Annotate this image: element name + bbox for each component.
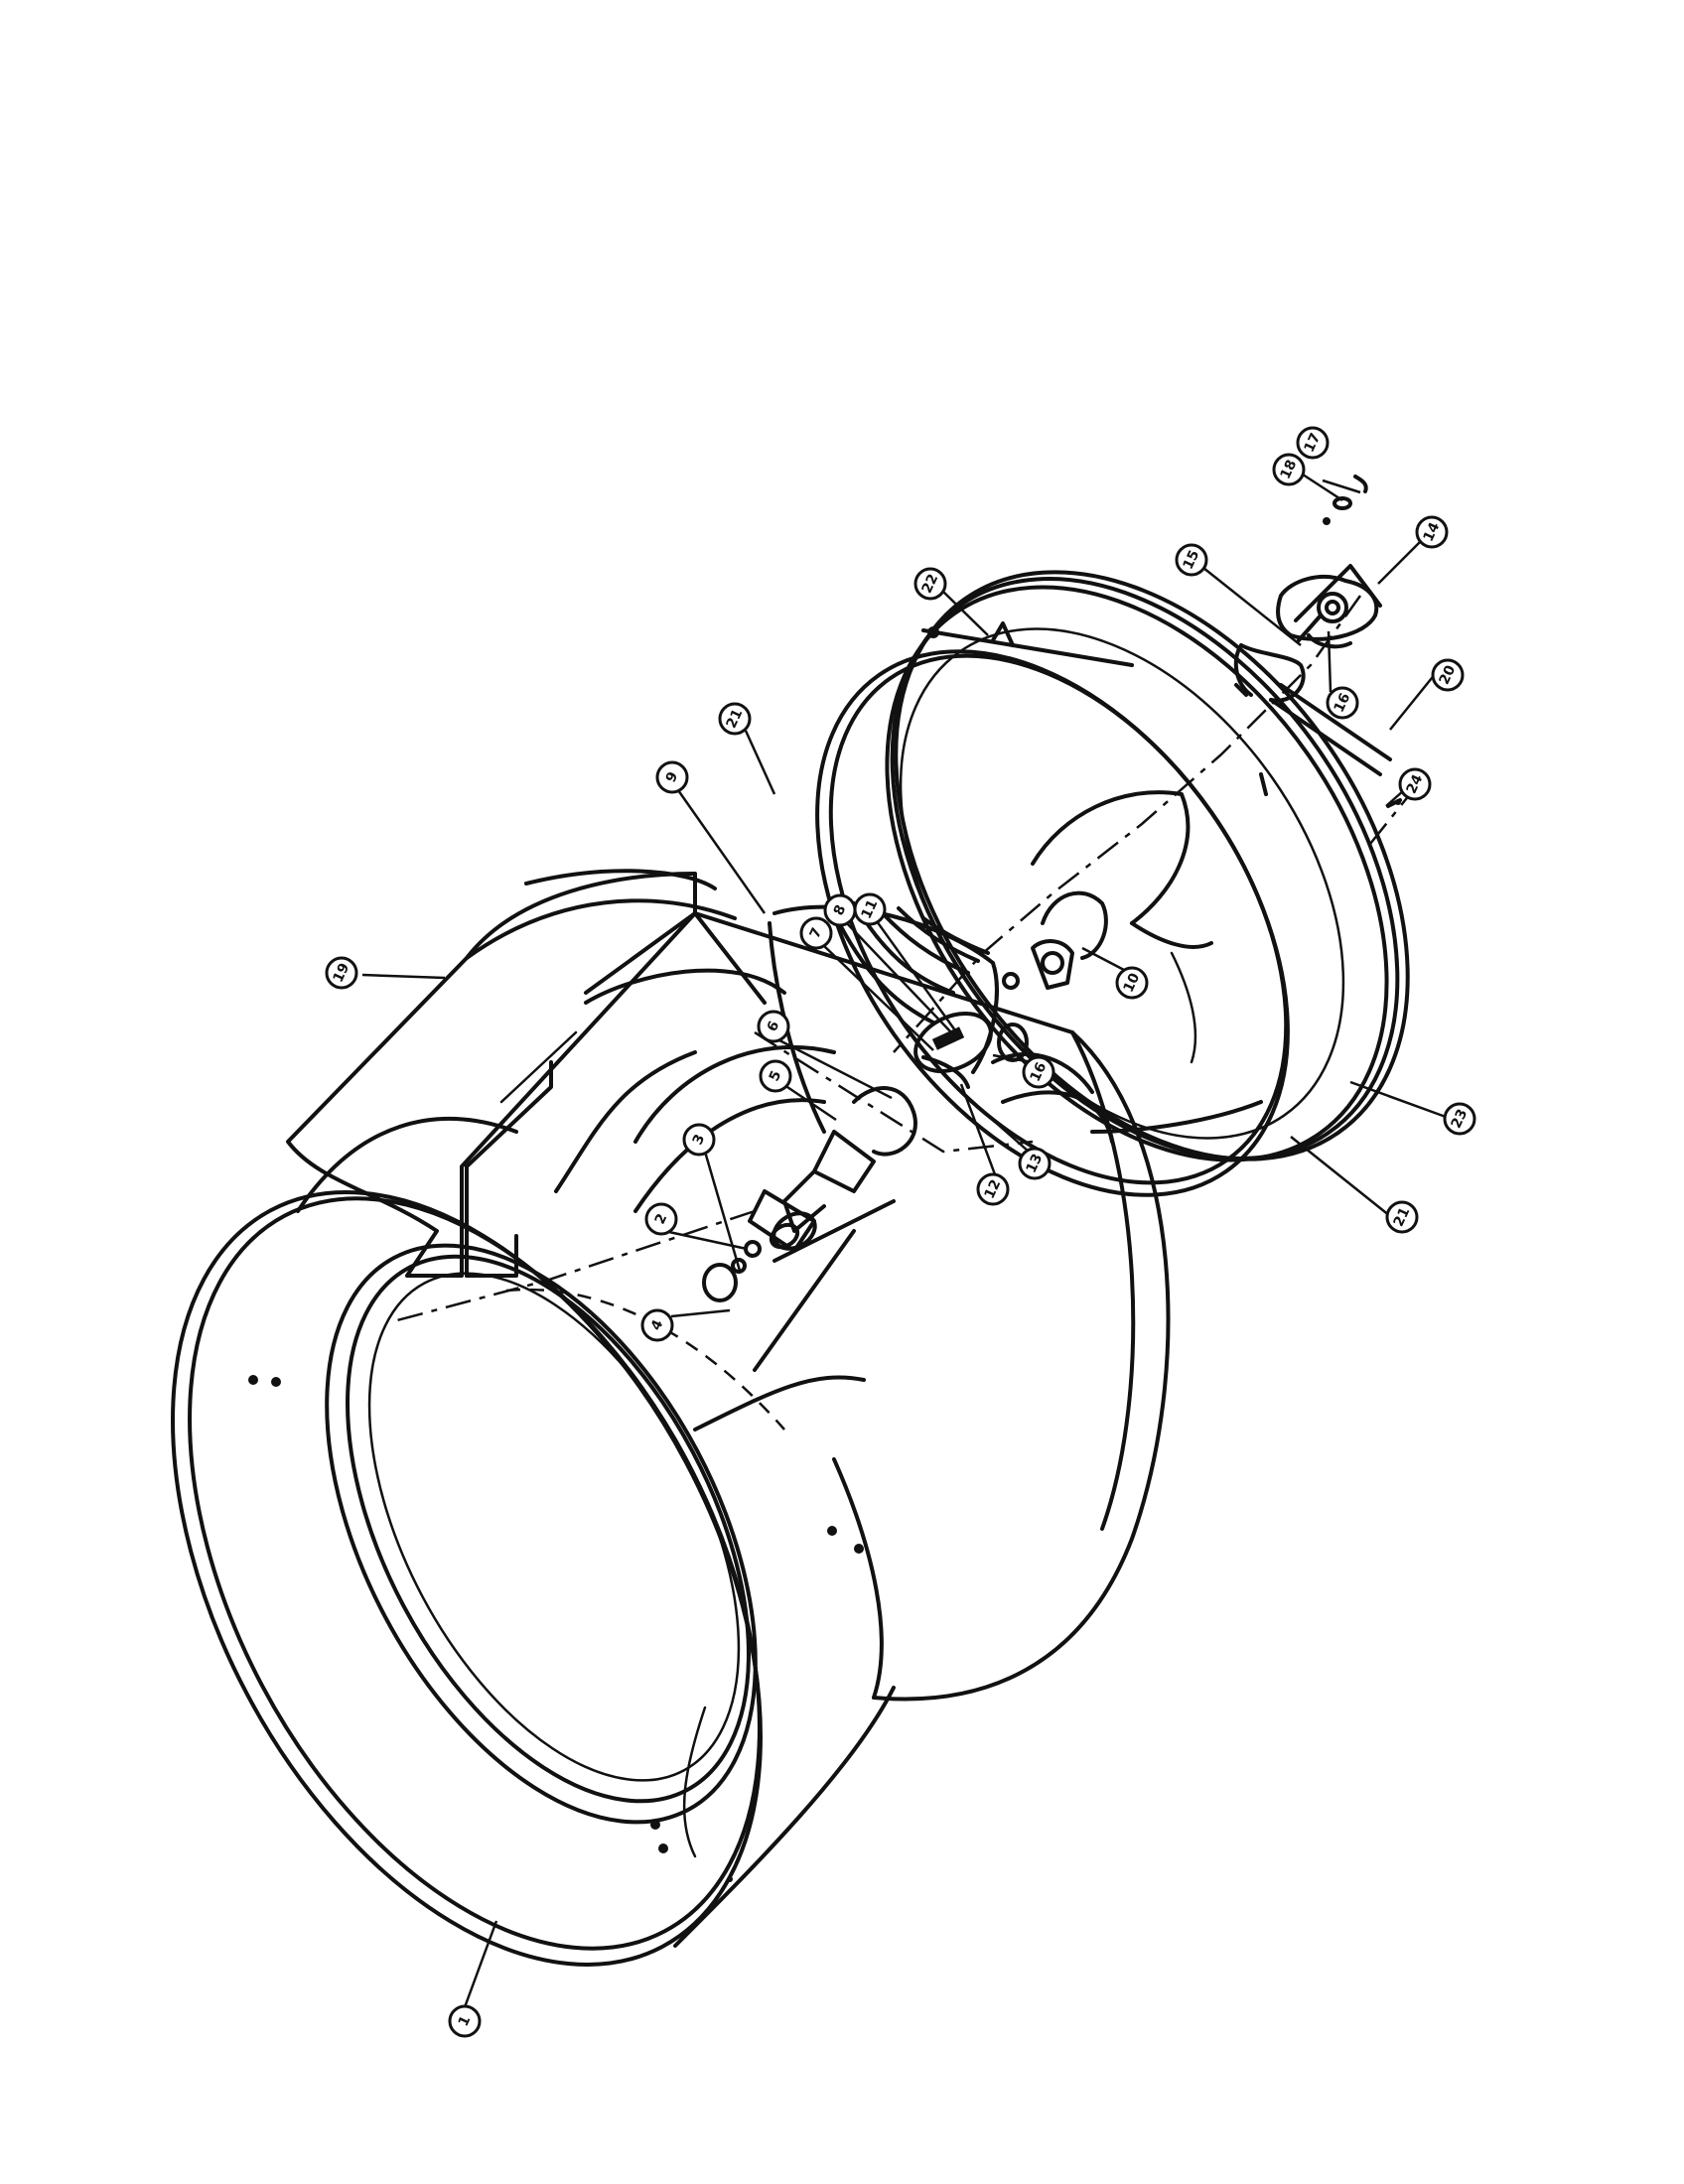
svg-text:22: 22 — [919, 572, 942, 596]
callout-11: 11 — [853, 892, 887, 926]
callout-9: 9 — [655, 760, 689, 794]
callout-15: 15 — [1175, 543, 1208, 577]
screw — [1386, 798, 1402, 808]
svg-text:21: 21 — [724, 707, 747, 731]
bearing-housing — [921, 475, 1382, 667]
svg-text:21: 21 — [1391, 1205, 1414, 1229]
outer-tub — [171, 911, 1171, 1967]
svg-text:10: 10 — [1121, 971, 1144, 996]
callout-4: 4 — [640, 1308, 674, 1342]
callout-3: 3 — [682, 1123, 716, 1157]
callout-17: 17 — [1296, 426, 1330, 460]
callout-22: 22 — [913, 567, 947, 601]
callout-20: 20 — [1431, 658, 1465, 692]
tub-cover — [286, 869, 767, 1278]
svg-text:14: 14 — [1421, 520, 1444, 545]
callout-21b: 21 — [1385, 1200, 1419, 1234]
svg-text:24: 24 — [1404, 772, 1427, 797]
svg-text:11: 11 — [859, 897, 882, 921]
callout-19: 19 — [325, 956, 358, 990]
callout-13: 13 — [1018, 1147, 1052, 1180]
callout-16b: 16 — [1326, 686, 1359, 720]
svg-text:12: 12 — [982, 1177, 1005, 1201]
callout-5: 5 — [759, 1059, 792, 1093]
callout-23: 23 — [1443, 1102, 1476, 1136]
svg-text:13: 13 — [1024, 1152, 1047, 1175]
svg-text:16: 16 — [1028, 1060, 1051, 1084]
callout-14: 14 — [1415, 515, 1449, 549]
hose — [1233, 643, 1392, 776]
gasket-ring — [815, 649, 1290, 1197]
callout-8: 8 — [823, 893, 857, 927]
leader-lines — [361, 471, 1447, 2008]
callout-7: 7 — [799, 916, 833, 950]
svg-text:17: 17 — [1302, 431, 1325, 455]
inner-basket — [554, 968, 896, 1372]
callout-18: 18 — [1272, 453, 1306, 486]
callout-16a: 16 — [1022, 1055, 1055, 1089]
callout-12: 12 — [976, 1172, 1010, 1206]
svg-text:18: 18 — [1278, 458, 1301, 481]
callout-2: 2 — [644, 1202, 678, 1236]
callout-24: 24 — [1398, 767, 1432, 801]
svg-text:23: 23 — [1449, 1107, 1472, 1131]
spider-hub — [702, 901, 1114, 1302]
svg-text:20: 20 — [1437, 663, 1460, 688]
center-axis — [396, 595, 1411, 1322]
svg-text:15: 15 — [1181, 548, 1203, 572]
callout-1: 1 — [448, 2004, 482, 2038]
stray-mark — [727, 1876, 733, 1882]
svg-text:19: 19 — [331, 961, 353, 985]
svg-text:16: 16 — [1332, 691, 1354, 715]
callout-6: 6 — [757, 1010, 790, 1043]
back-tub-shell — [885, 570, 1410, 1162]
callout-10: 10 — [1115, 966, 1149, 1000]
callout-21a: 21 — [718, 702, 752, 736]
